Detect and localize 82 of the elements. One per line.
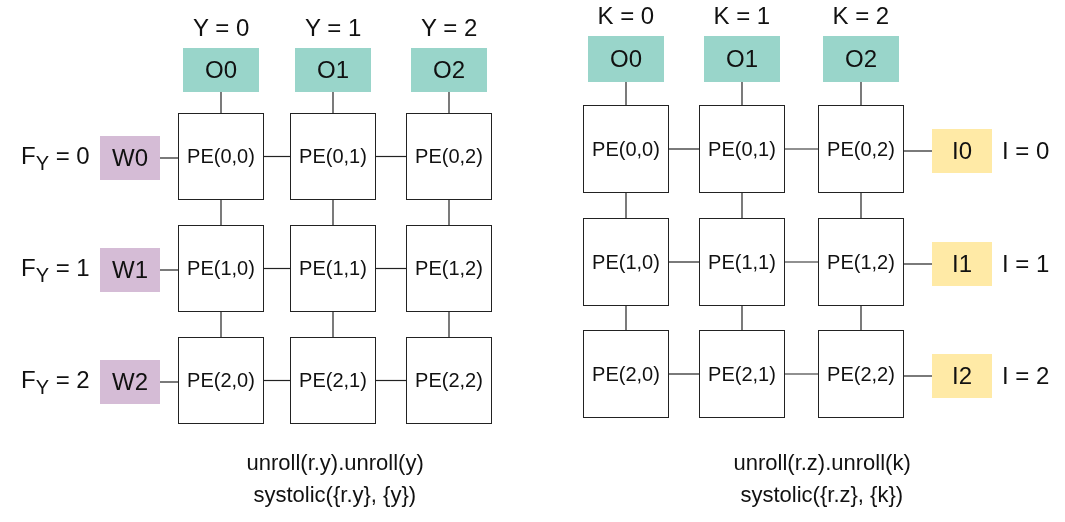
processing-element-box: PE(2,1): [290, 337, 376, 424]
index-label: K = 2: [832, 2, 890, 30]
connector-line: [625, 192, 627, 219]
connector-line: [375, 267, 407, 270]
weight-box: W2: [100, 360, 160, 404]
connector-line: [860, 192, 862, 219]
output-box: O0: [588, 36, 664, 82]
output-box: O1: [295, 48, 371, 92]
connector-line: [860, 81, 862, 106]
weight-box: W0: [100, 136, 160, 180]
connector-line: [784, 261, 819, 263]
processing-element-box: PE(1,1): [699, 218, 785, 306]
index-label: F$_{Y}$ = 1: [21, 253, 90, 287]
processing-element-box: PE(2,1): [699, 330, 785, 418]
processing-element-box: PE(2,0): [178, 337, 264, 424]
connector-line: [903, 150, 933, 152]
processing-element-box: PE(0,0): [583, 105, 669, 193]
connector-line: [332, 91, 334, 114]
processing-element-box: PE(2,2): [818, 330, 904, 418]
index-label: Y = 2: [421, 14, 478, 42]
connector-line: [159, 157, 179, 159]
processing-element-box: PE(2,2): [406, 337, 492, 424]
output-box: O2: [823, 36, 899, 82]
processing-element-box: PE(1,1): [290, 225, 376, 312]
connector-line: [741, 192, 743, 219]
index-label: K = 1: [713, 2, 771, 30]
index-label: I = 1: [1002, 250, 1050, 278]
processing-element-box: PE(1,2): [406, 225, 492, 312]
input-box: I1: [932, 242, 992, 286]
connector-line: [263, 155, 291, 158]
output-box: O1: [704, 36, 780, 82]
connector-line: [448, 91, 450, 114]
caption-text: systolic({r.z}, {k}): [740, 482, 904, 508]
connector-line: [625, 305, 627, 331]
index-label: I = 2: [1002, 362, 1050, 390]
connector-line: [741, 81, 743, 106]
output-box: O0: [183, 48, 259, 92]
caption-text: unroll(r.z).unroll(k): [733, 450, 911, 476]
connector-line: [220, 91, 222, 114]
index-label: F$_{Y}$ = 2: [21, 365, 90, 399]
connector-line: [903, 375, 933, 377]
connector-line: [375, 379, 407, 382]
connector-line: [332, 199, 334, 226]
processing-element-box: PE(2,0): [583, 330, 669, 418]
connector-line: [860, 305, 862, 331]
processing-element-box: PE(0,1): [290, 113, 376, 200]
connector-line: [668, 148, 700, 150]
connector-line: [625, 81, 627, 106]
connector-line: [668, 261, 700, 263]
connector-line: [220, 311, 222, 338]
connector-line: [263, 379, 291, 382]
connector-line: [448, 199, 450, 226]
connector-line: [159, 381, 179, 383]
processing-element-box: PE(0,0): [178, 113, 264, 200]
processing-element-box: PE(0,2): [818, 105, 904, 193]
index-label: Y = 0: [193, 14, 250, 42]
connector-line: [220, 199, 222, 226]
connector-line: [784, 373, 819, 375]
weight-box: W1: [100, 248, 160, 292]
connector-line: [263, 267, 291, 270]
connector-line: [741, 305, 743, 331]
caption-text: unroll(r.y).unroll(y): [246, 450, 424, 476]
caption-text: systolic({r.y}, {y}): [253, 482, 417, 508]
connector-line: [668, 373, 700, 375]
index-label: I = 0: [1002, 137, 1050, 165]
processing-element-box: PE(0,1): [699, 105, 785, 193]
input-box: I2: [932, 354, 992, 398]
connector-line: [375, 155, 407, 158]
connector-line: [784, 148, 819, 150]
processing-element-box: PE(1,0): [583, 218, 669, 306]
input-box: I0: [932, 129, 992, 173]
index-label: K = 0: [597, 2, 655, 30]
connector-line: [448, 311, 450, 338]
processing-element-box: PE(1,2): [818, 218, 904, 306]
output-box: O2: [411, 48, 487, 92]
index-label: Y = 1: [305, 14, 362, 42]
processing-element-box: PE(1,0): [178, 225, 264, 312]
connector-line: [159, 269, 179, 271]
index-label: F$_{Y}$ = 0: [21, 141, 90, 175]
connector-line: [332, 311, 334, 338]
processing-element-box: PE(0,2): [406, 113, 492, 200]
connector-line: [903, 263, 933, 265]
